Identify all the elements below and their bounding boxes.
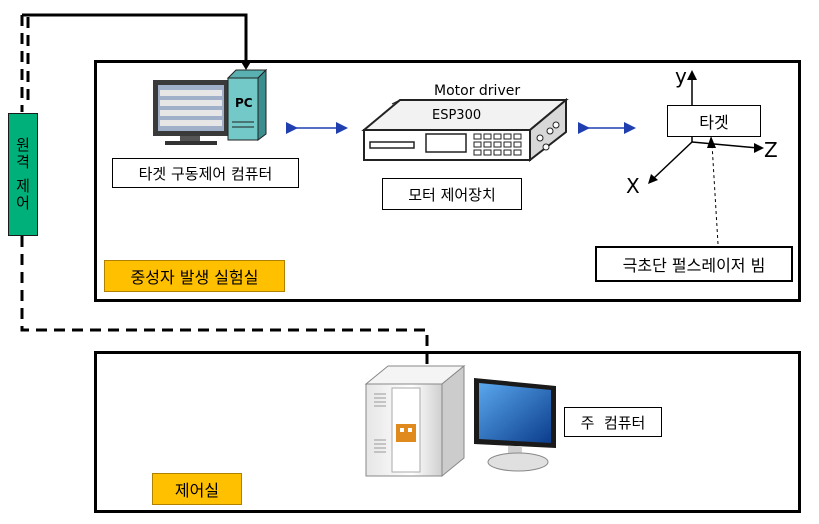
lab-room-name: 중성자 발생 실험실: [130, 268, 259, 287]
remote-control-tag: 원격 제어: [8, 113, 38, 236]
control-room-box: [94, 351, 801, 513]
motor-controller-label: 모터 제어장치: [382, 178, 522, 210]
remote-connection-line: [20, 13, 429, 378]
control-room-name-tag: 제어실: [152, 473, 242, 505]
main-computer-label: 주 컴퓨터: [564, 407, 662, 437]
coordinate-axes: [648, 70, 764, 184]
control-room-name: 제어실: [174, 481, 220, 500]
motor-driver-device-icon: [361, 97, 569, 163]
axis-y-label: y: [675, 64, 687, 88]
pc-monitor-text: PC: [235, 96, 253, 110]
laser-beam-line: [707, 136, 719, 245]
lab-room-box: [94, 60, 801, 302]
esp-model-text: ESP300: [432, 108, 482, 123]
laser-label-text: 극초단 펄스레이저 빔: [622, 256, 766, 275]
computer-label: 타겟 구동제어 컴퓨터: [112, 158, 299, 188]
axis-z-label: Z: [764, 138, 778, 162]
main-computer-label-text: 주 컴퓨터: [580, 413, 646, 432]
target-label-text: 타겟: [699, 113, 729, 132]
axis-x-label: X: [626, 174, 640, 198]
pc-icon: [153, 68, 268, 145]
monitor-icon: [474, 378, 556, 472]
remote-control-label: 원격 제어: [13, 137, 32, 212]
motor-controller-label-text: 모터 제어장치: [408, 185, 496, 204]
server-tower-icon: [364, 364, 466, 478]
target-box: 타겟: [667, 105, 761, 137]
laser-label: 극초단 펄스레이저 빔: [595, 246, 793, 282]
lab-room-name-tag: 중성자 발생 실험실: [104, 260, 285, 292]
motor-driver-title: Motor driver: [434, 83, 521, 99]
computer-label-text: 타겟 구동제어 컴퓨터: [138, 164, 273, 183]
